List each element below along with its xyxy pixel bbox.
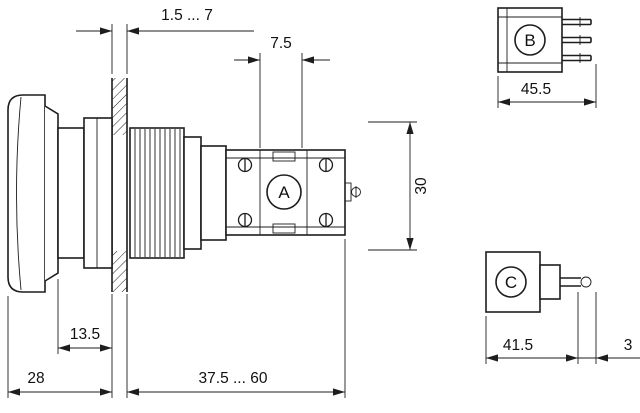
dim-panel-thickness: 1.5 ... 7	[76, 7, 254, 74]
dim-block-height: 30	[368, 121, 430, 251]
view-label-a: A	[266, 174, 302, 210]
dim-text-head-width: 7.5	[270, 35, 292, 52]
dim-mounting-depth: 37.5 ... 60	[126, 239, 346, 398]
test-pin	[560, 276, 592, 288]
dim-cap-depth: 28	[7, 296, 112, 398]
terminal-screws	[237, 157, 334, 228]
panel-hatch-top	[112, 78, 127, 135]
detail-view-b: B	[497, 7, 592, 73]
dim-length-b: 45.5	[497, 64, 597, 108]
dimension-annotations: 1.5 ... 7 7.5 30 13.5 28	[7, 7, 640, 398]
panel-cross-section	[111, 78, 128, 292]
label-a: A	[278, 183, 290, 202]
label-c: C	[505, 273, 517, 292]
release-latch	[344, 182, 361, 202]
detail-view-c: C	[485, 251, 592, 313]
dim-text-panel-thickness: 1.5 ... 7	[161, 7, 213, 24]
dim-bezel-depth: 13.5	[57, 279, 113, 398]
panel-hatch-bottom	[112, 251, 127, 292]
emergency-stop-button-side-view	[7, 94, 113, 293]
adapter-step-2	[200, 145, 227, 241]
dim-text-mounting-depth: 37.5 ... 60	[199, 370, 268, 387]
dim-text-bezel-depth: 13.5	[70, 326, 100, 343]
dim-text-block-height: 30	[413, 177, 430, 195]
dim-text-cap-depth: 28	[27, 370, 44, 387]
contact-block: A	[225, 149, 361, 236]
view-label-c: C	[495, 266, 527, 298]
ring-ribs	[134, 129, 181, 257]
dim-text-length-b: 45.5	[521, 81, 551, 98]
mushroom-cap	[7, 94, 46, 293]
button-neck	[57, 127, 85, 259]
solder-pins	[562, 17, 592, 63]
dim-pin-gap: 3	[578, 292, 640, 364]
mounting-ring	[129, 127, 227, 259]
dim-text-pin-gap: 3	[624, 337, 633, 354]
cap-skirt	[44, 105, 59, 282]
view-label-b: B	[514, 24, 546, 56]
front-bezel	[83, 117, 113, 269]
dim-head-width: 7.5	[234, 35, 330, 148]
dim-length-c: 41.5	[485, 292, 579, 364]
cap-curvature-line	[16, 96, 22, 291]
label-b: B	[524, 31, 535, 50]
adapter-step-1	[183, 136, 202, 250]
dim-text-length-c: 41.5	[503, 337, 533, 354]
